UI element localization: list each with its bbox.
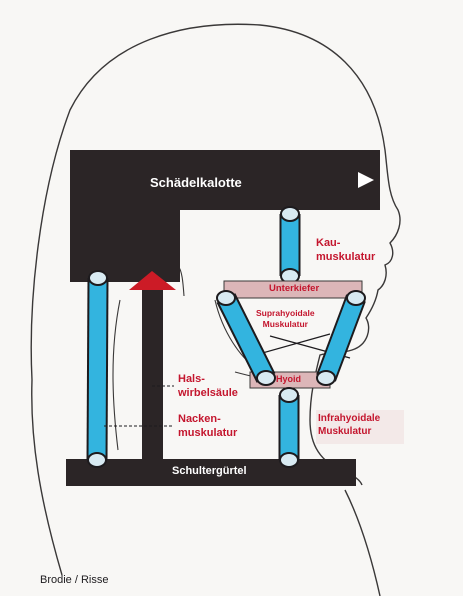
cervical-spine-column bbox=[142, 288, 163, 460]
mandible-bar bbox=[223, 280, 363, 299]
suprahyoid-muscles-label: Suprahyoidale Muskulatur bbox=[256, 308, 315, 329]
suprahyoid-right-strut bbox=[316, 290, 366, 386]
infrahyoid-muscles-label: Infrahyoidale Muskulatur bbox=[318, 413, 381, 437]
suprahyoid-left-strut bbox=[216, 290, 276, 386]
masticatory-muscles-label: Kau- muskulatur bbox=[316, 237, 376, 263]
infrahyoid-muscle-strut bbox=[278, 387, 300, 468]
shoulder-girdle-label: Schultergürtel bbox=[172, 465, 247, 477]
cervical-spine-label: Hals- wirbelsäule bbox=[178, 373, 238, 399]
skull-cap-label: Schädelkalotte bbox=[150, 175, 242, 190]
neck-muscle-strut bbox=[86, 270, 109, 468]
hyoid-label: Hyoid bbox=[276, 374, 302, 384]
suprahyoid-tension-line-left bbox=[251, 333, 331, 357]
neck-muscles-label: Nacken- muskulatur bbox=[178, 413, 238, 439]
masticatory-muscle-strut bbox=[279, 206, 301, 284]
head-outline bbox=[30, 23, 401, 596]
skull-cap-block bbox=[70, 150, 380, 282]
infrahyoid-label-box bbox=[316, 410, 404, 444]
shoulder-girdle-bar bbox=[66, 459, 356, 486]
eye-marker bbox=[358, 172, 374, 188]
cervical-spine-arrowhead bbox=[129, 271, 176, 290]
credit-label: Brodie / Risse bbox=[40, 574, 109, 586]
neck-back-outline bbox=[112, 299, 121, 451]
mandible-label: Unterkiefer bbox=[269, 283, 320, 294]
